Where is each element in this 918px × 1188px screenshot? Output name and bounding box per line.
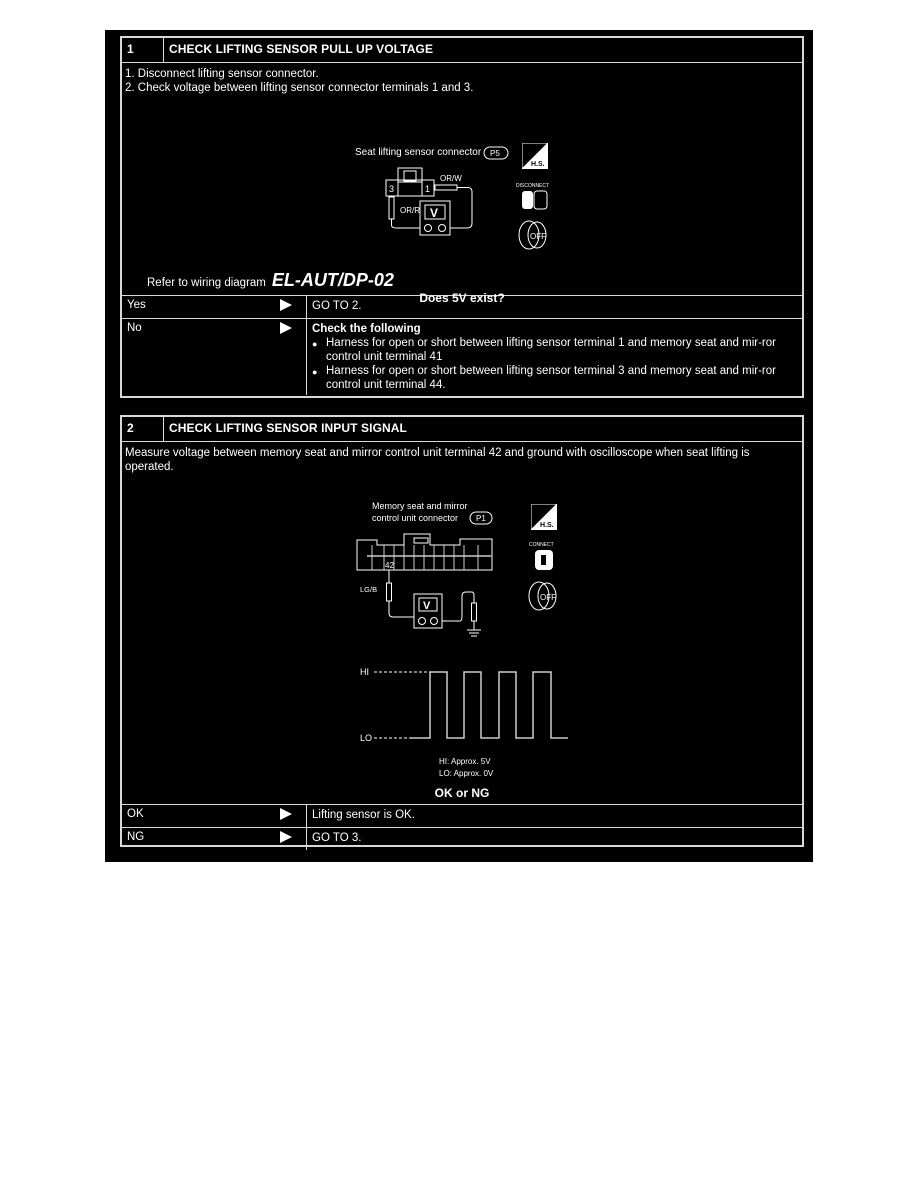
svg-text:LG/B: LG/B bbox=[360, 585, 377, 594]
svg-text:CONNECT: CONNECT bbox=[529, 542, 554, 548]
svg-text:OR/W: OR/W bbox=[440, 174, 462, 183]
instruction: Measure voltage between memory seat and … bbox=[125, 447, 750, 473]
result-row-no: No Check the following ●Harness for open… bbox=[122, 319, 802, 395]
bullet-item: ●Harness for open or short between lifti… bbox=[312, 365, 776, 391]
step-2-header: 2 CHECK LIFTING SENSOR INPUT SIGNAL bbox=[122, 417, 802, 442]
svg-text:OFF: OFF bbox=[530, 232, 546, 241]
wiring-reference: Refer to wiring diagram EL-AUT/DP-02 bbox=[147, 270, 394, 291]
step-2-body: Measure voltage between memory seat and … bbox=[122, 442, 802, 805]
arrow-right-icon bbox=[280, 322, 292, 334]
step-number: 1 bbox=[122, 38, 164, 62]
svg-text:P1: P1 bbox=[476, 514, 486, 523]
svg-text:control unit connector: control unit connector bbox=[372, 513, 458, 523]
step-title: CHECK LIFTING SENSOR PULL UP VOLTAGE bbox=[169, 42, 434, 56]
bullet-item: ●Harness for open or short between lifti… bbox=[312, 337, 776, 363]
svg-text:OFF: OFF bbox=[540, 593, 556, 602]
result-label: Yes bbox=[122, 296, 307, 318]
bullet-icon: ● bbox=[312, 339, 318, 349]
svg-text:42: 42 bbox=[385, 561, 394, 570]
step-2-box: 2 CHECK LIFTING SENSOR INPUT SIGNAL Meas… bbox=[120, 415, 804, 850]
hs-icon: H.S. bbox=[522, 143, 548, 169]
arrow-right-icon bbox=[280, 831, 292, 843]
svg-text:H.S.: H.S. bbox=[540, 522, 554, 529]
svg-text:LO: LO bbox=[360, 733, 372, 743]
refer-label: Refer to wiring diagram bbox=[147, 277, 266, 289]
svg-text:HI: HI bbox=[360, 667, 369, 677]
oscilloscope-waveform: HI LO HI: Approx. 5V LO: Approx. 0V bbox=[360, 667, 568, 778]
svg-text:H.S.: H.S. bbox=[531, 161, 545, 168]
result-label: No bbox=[122, 319, 307, 395]
arrow-right-icon bbox=[280, 299, 292, 311]
svg-text:1: 1 bbox=[425, 184, 430, 194]
result-row-ng: NG GO TO 3. bbox=[122, 828, 802, 850]
svg-text:OR/R: OR/R bbox=[400, 206, 420, 215]
instruction-1: 1. Disconnect lifting sensor connector. bbox=[125, 68, 319, 80]
result-row-ok: OK Lifting sensor is OK. bbox=[122, 805, 802, 828]
bullet-icon: ● bbox=[312, 367, 318, 377]
step-1-box: 1 CHECK LIFTING SENSOR PULL UP VOLTAGE 1… bbox=[120, 36, 804, 398]
hs-icon: H.S. bbox=[531, 504, 557, 530]
instruction-2: 2. Check voltage between lifting sensor … bbox=[125, 82, 474, 94]
svg-text:Memory seat and mirror: Memory seat and mirror bbox=[372, 501, 468, 511]
result-action: GO TO 2. bbox=[312, 300, 362, 312]
step-number: 2 bbox=[122, 417, 164, 441]
control-unit-connector-diagram: Memory seat and mirror control unit conn… bbox=[356, 501, 493, 637]
result-action: GO TO 3. bbox=[312, 832, 362, 844]
svg-text:V: V bbox=[430, 206, 438, 220]
step-1-header: 1 CHECK LIFTING SENSOR PULL UP VOLTAGE bbox=[122, 38, 802, 63]
svg-text:V: V bbox=[423, 600, 431, 612]
connector-id: P5 bbox=[490, 149, 500, 158]
disconnect-icon: DISCONNECT bbox=[516, 183, 549, 210]
result-label: OK bbox=[122, 805, 307, 827]
connector-label: Seat lifting sensor connector bbox=[355, 147, 482, 158]
step-title: CHECK LIFTING SENSOR INPUT SIGNAL bbox=[169, 421, 407, 435]
step-1-question: Does 5V exist? bbox=[419, 291, 505, 305]
result-action: Check the following ●Harness for open or… bbox=[307, 319, 802, 395]
result-action: Lifting sensor is OK. bbox=[312, 809, 415, 821]
step-2-question: OK or NG bbox=[434, 786, 490, 800]
result-row-yes: Yes GO TO 2. bbox=[122, 296, 802, 319]
svg-text:3: 3 bbox=[389, 184, 394, 194]
arrow-right-icon bbox=[280, 808, 292, 820]
step-1-body: 1. Disconnect lifting sensor connector. … bbox=[122, 63, 802, 305]
ignition-off-icon: OFF bbox=[528, 581, 557, 611]
action-heading: Check the following bbox=[312, 323, 421, 335]
lifting-sensor-connector-diagram: Seat lifting sensor connector P5 3 1 OR/… bbox=[355, 146, 509, 236]
connect-icon: CONNECT bbox=[529, 542, 554, 570]
svg-text:LO: Approx. 0V: LO: Approx. 0V bbox=[439, 769, 494, 778]
wiring-diagram-link[interactable]: EL-AUT/DP-02 bbox=[271, 270, 394, 290]
result-label: NG bbox=[122, 828, 307, 850]
ignition-off-icon: OFF bbox=[518, 220, 547, 250]
svg-text:HI: Approx. 5V: HI: Approx. 5V bbox=[439, 757, 491, 766]
svg-text:DISCONNECT: DISCONNECT bbox=[516, 183, 549, 189]
